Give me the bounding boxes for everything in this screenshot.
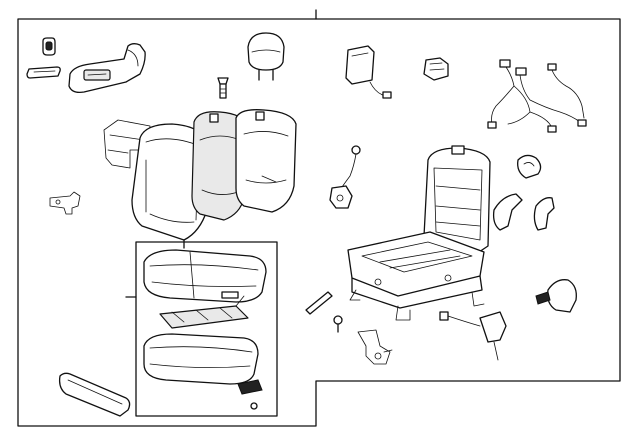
headrest-insert-icon: [42, 37, 56, 56]
seat-belt-buckle-icon: [439, 311, 507, 361]
diagram-frame: [17, 9, 621, 427]
bracket-icon: [357, 329, 393, 365]
seat-frame-assembly-icon: [347, 145, 491, 321]
clip-icon: [237, 379, 263, 410]
wire-harness-icon: [487, 59, 587, 133]
sensor-icon: [329, 145, 361, 209]
seat-cushion-cover-icon: [143, 249, 267, 303]
seat-cushion-pad-icon: [143, 333, 259, 385]
seatback-board-icon: [235, 109, 297, 213]
seat-side-cover-icon: [535, 279, 577, 313]
front-trim-icon: [58, 372, 131, 417]
guide-pin-icon: [217, 77, 229, 99]
headrest-icon: [247, 32, 285, 81]
clip-icon: [517, 154, 542, 179]
seat-side-cover-icon: [68, 43, 146, 94]
control-module-icon: [345, 45, 392, 99]
bolt-icon: [305, 291, 343, 333]
recliner-cover-icon: [492, 193, 555, 231]
inset-box: [125, 241, 278, 417]
switch-knob-icon: [26, 66, 61, 79]
seat-heater-icon: [159, 291, 249, 329]
bracket-icon: [49, 191, 81, 215]
connector-icon: [423, 57, 449, 81]
